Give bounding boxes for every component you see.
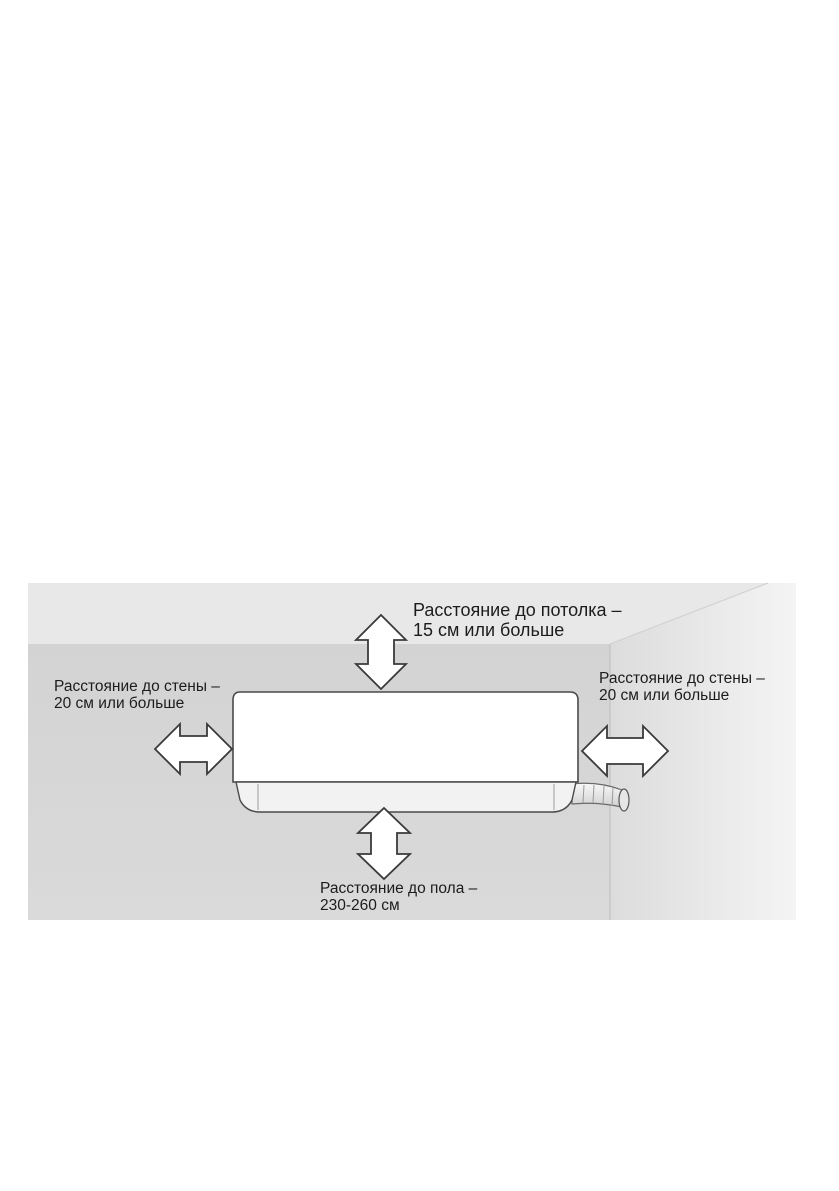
pipe-icon (571, 782, 630, 812)
double-arrow-vertical-icon (353, 613, 409, 691)
label-left-wall-line2: 20 см или больше (54, 695, 185, 713)
label-ceiling-distance: Расстояние до потолка – 15 см или больше (413, 600, 622, 640)
double-arrow-horizontal-icon (580, 723, 670, 779)
label-floor-line1: Расстояние до пола – (320, 880, 478, 897)
label-right-wall-line1: Расстояние до стены – (599, 670, 765, 687)
ceiling-corner-line (609, 582, 769, 645)
label-ceiling-line2: 15 см или больше (413, 620, 565, 641)
side-wall (610, 583, 796, 920)
label-right-wall-distance: Расстояние до стены – 20 см или больше (599, 670, 765, 705)
label-right-wall-line2: 20 см или больше (599, 687, 730, 705)
double-arrow-horizontal-icon (153, 721, 234, 777)
label-left-wall-line1: Расстояние до стены – (54, 678, 220, 695)
ceiling-surface (28, 583, 768, 644)
label-floor-distance: Расстояние до пола – 230-260 см (320, 880, 477, 915)
label-ceiling-line1: Расстояние до потолка – (413, 600, 622, 620)
indoor-unit (232, 691, 579, 813)
label-floor-line2: 230-260 см (320, 897, 400, 915)
double-arrow-vertical-icon (355, 806, 413, 881)
label-left-wall-distance: Расстояние до стены – 20 см или больше (54, 678, 220, 713)
